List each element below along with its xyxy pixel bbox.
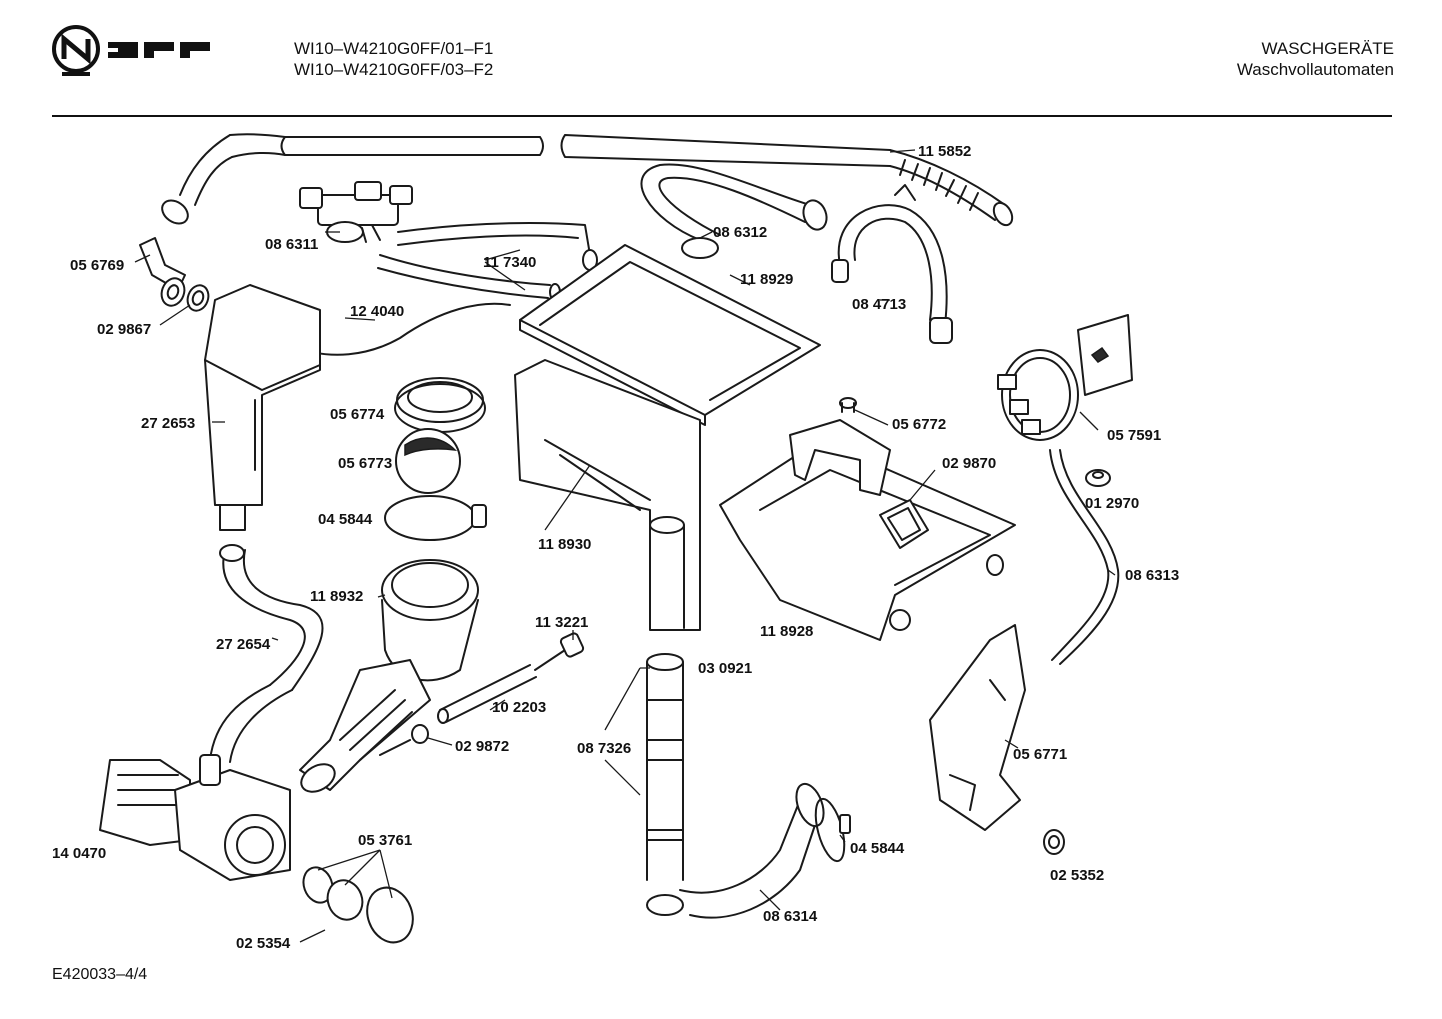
- label-05-6769: 05 6769: [70, 257, 124, 274]
- hose-part-27-2654: [209, 544, 324, 763]
- label-05-3761: 05 3761: [358, 832, 412, 849]
- nut-part-01-2970: [1085, 469, 1111, 487]
- label-02-9867: 02 9867: [97, 321, 151, 338]
- fitting-part-02-9872: [379, 724, 429, 756]
- label-08-6312: 08 6312: [713, 224, 767, 241]
- clamp-part-04-5844-b: [814, 797, 851, 863]
- label-11-8929: 11 8929: [740, 271, 793, 288]
- label-11-8930: 11 8930: [538, 536, 591, 553]
- label-11-5852: 11 5852: [918, 143, 971, 160]
- model-line-1: WI10–W4210G0FF/01–F1: [294, 39, 494, 58]
- label-27-2653: 27 2653: [141, 415, 195, 432]
- label-05-6773: 05 6773: [338, 455, 392, 472]
- leader-lines: [134, 149, 1116, 943]
- dispenser-lid-part-11-8929: [519, 244, 821, 426]
- hose-part-08-6313: [1049, 449, 1120, 665]
- label-12-4040: 12 4040: [350, 303, 404, 320]
- hose-part-11-5852: [161, 133, 1014, 227]
- label-02-9872: 02 9872: [455, 738, 509, 755]
- label-03-0921: 03 0921: [698, 660, 752, 677]
- label-08-6313: 08 6313: [1125, 567, 1179, 584]
- label-11-3221: 11 3221: [535, 614, 588, 631]
- pipe-part-03-0921: [646, 653, 684, 916]
- seal-part-02-9870: [879, 499, 929, 549]
- label-05-6774: 05 6774: [330, 406, 385, 423]
- filter-parts-05-3761: [302, 866, 414, 944]
- label-08-4713: 08 4713: [852, 296, 906, 313]
- label-05-6772: 05 6772: [892, 416, 946, 433]
- label-27-2654: 27 2654: [216, 636, 271, 653]
- label-02-9870: 02 9870: [942, 455, 996, 472]
- sump-hose-assembly: [299, 659, 431, 793]
- label-11-7340: 11 7340: [483, 254, 536, 271]
- category-title: WASCHGERÄTE: [1261, 39, 1394, 58]
- hose-part-08-6312: [640, 163, 828, 259]
- seal-ring-part-05-6774: [394, 377, 486, 433]
- screw-part-05-6772: [789, 397, 891, 496]
- label-10-2203: 10 2203: [492, 699, 546, 716]
- elbow-part-05-6769: [139, 237, 186, 291]
- label-05-6771: 05 6771: [1013, 746, 1067, 763]
- ball-part-05-6773: [395, 428, 461, 494]
- model-number-block: WI10–W4210G0FF/01–F1 WI10–W4210G0FF/03–F…: [294, 38, 493, 80]
- drawing-code: E420033–4/4: [52, 966, 148, 983]
- label-05-7591: 05 7591: [1107, 427, 1161, 444]
- pressure-switch-part-05-7591: [997, 314, 1133, 441]
- category-subtitle: Waschvollautomaten: [1236, 60, 1394, 79]
- label-11-8932: 11 8932: [310, 588, 363, 605]
- label-01-2970: 01 2970: [1085, 495, 1139, 512]
- plug-part-11-3221: [534, 632, 585, 671]
- hose-part-08-6314: [679, 782, 825, 919]
- label-02-5352: 02 5352: [1050, 867, 1104, 884]
- label-08-6314: 08 6314: [763, 908, 818, 925]
- bellows-part-11-8932: [381, 559, 479, 682]
- label-04-5844-a: 04 5844: [318, 511, 373, 528]
- label-04-5844-b: 04 5844: [850, 840, 905, 857]
- bracket-part-05-6771: [929, 624, 1026, 831]
- label-02-5354: 02 5354: [236, 935, 291, 952]
- tube-part-12-4040: [289, 302, 511, 356]
- tank-part-27-2653: [204, 284, 321, 531]
- pump-part-14-0470: [99, 754, 291, 881]
- valve-part-08-6311: [299, 181, 413, 243]
- neff-logo: [48, 24, 218, 87]
- label-08-7326: 08 7326: [577, 740, 631, 757]
- model-line-2: WI10–W4210G0FF/03–F2: [294, 60, 494, 79]
- header-divider: [52, 115, 1392, 117]
- label-14-0470: 14 0470: [52, 845, 106, 862]
- dispenser-tray-part-11-8930: [514, 359, 701, 631]
- clamp-part-04-5844-a: [384, 495, 487, 541]
- label-11-8928: 11 8928: [760, 623, 813, 640]
- rod-part-10-2203: [437, 664, 537, 724]
- label-08-6311: 08 6311: [265, 236, 318, 253]
- bracket-part-08-4713: [831, 184, 953, 344]
- plug-part-02-5352: [1043, 829, 1065, 855]
- category-block: WASCHGERÄTE Waschvollautomaten: [1237, 38, 1394, 80]
- washers-part-02-9867: [160, 277, 210, 312]
